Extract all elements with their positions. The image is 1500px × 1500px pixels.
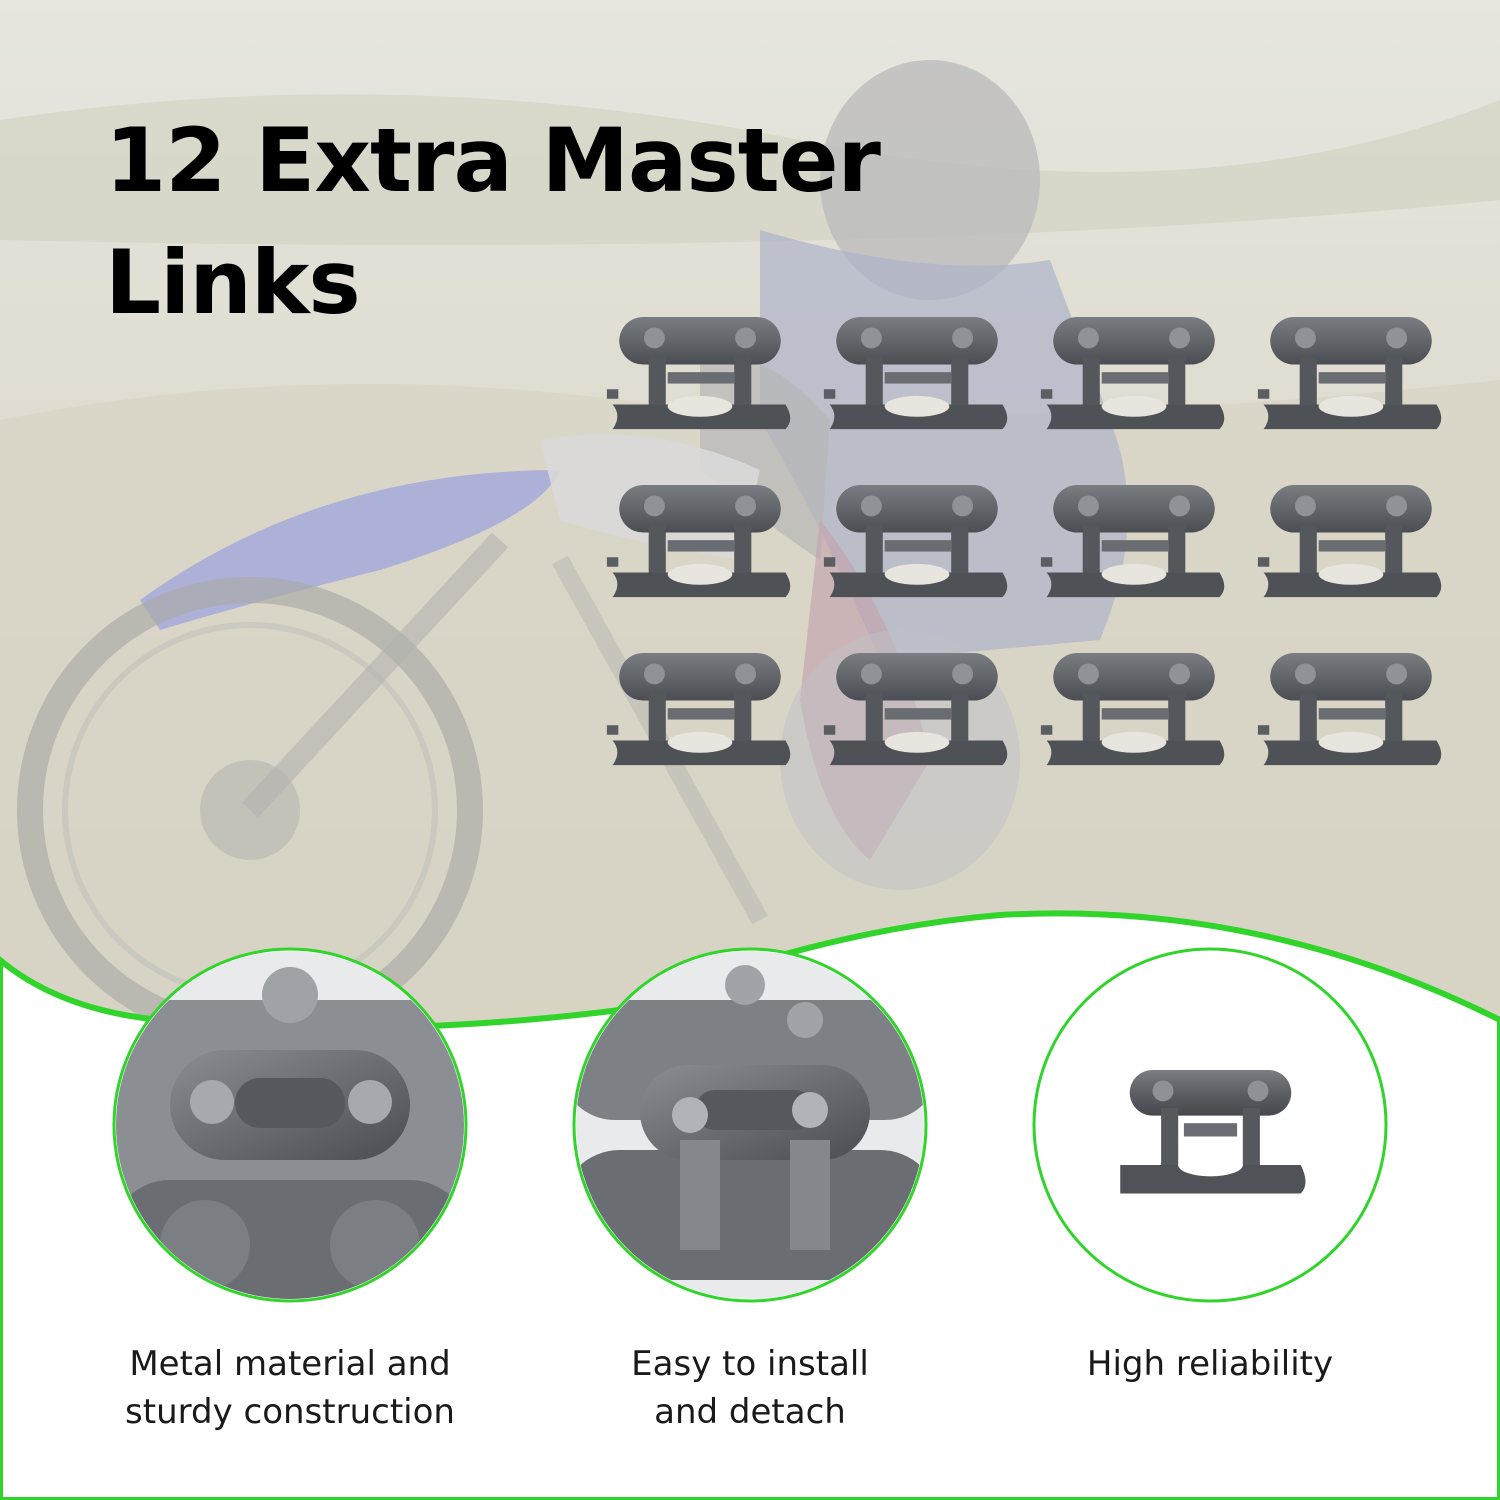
feature-label-line-1: High reliability xyxy=(1086,1344,1334,1384)
headline-line-1: 12 Extra Master xyxy=(105,109,881,212)
chain-closeup-icon xyxy=(112,947,468,1303)
headline-line-2: Links xyxy=(105,231,361,334)
master-link-icon xyxy=(822,310,1012,440)
master-links-grid xyxy=(605,310,1445,785)
feature-reliability: High reliability xyxy=(1020,1340,1400,1388)
master-link-icon xyxy=(1256,478,1446,608)
master-link-icon xyxy=(605,478,795,608)
feature-install: Easy to install and detach xyxy=(560,1340,940,1436)
headline: 12 Extra Master Links xyxy=(105,100,965,344)
master-link-icon xyxy=(605,646,795,776)
master-link-icon xyxy=(1039,646,1229,776)
master-link-icon xyxy=(605,310,795,440)
feature-label-line-1: Metal material and xyxy=(129,1344,451,1384)
feature-label-line-1: Easy to install xyxy=(631,1344,869,1384)
master-link-icon xyxy=(1039,310,1229,440)
feature-label-line-2: sturdy construction xyxy=(125,1392,455,1432)
feature-label-line-2: and detach xyxy=(654,1392,846,1432)
master-link-icon xyxy=(822,646,1012,776)
chain-clip-closeup-icon xyxy=(572,947,928,1303)
master-link-icon xyxy=(822,478,1012,608)
master-link-icon xyxy=(1039,478,1229,608)
master-link-icon xyxy=(1256,646,1446,776)
feature-metal: Metal material and sturdy construction xyxy=(100,1340,480,1436)
master-link-icon xyxy=(1032,947,1388,1303)
master-link-icon xyxy=(1256,310,1446,440)
